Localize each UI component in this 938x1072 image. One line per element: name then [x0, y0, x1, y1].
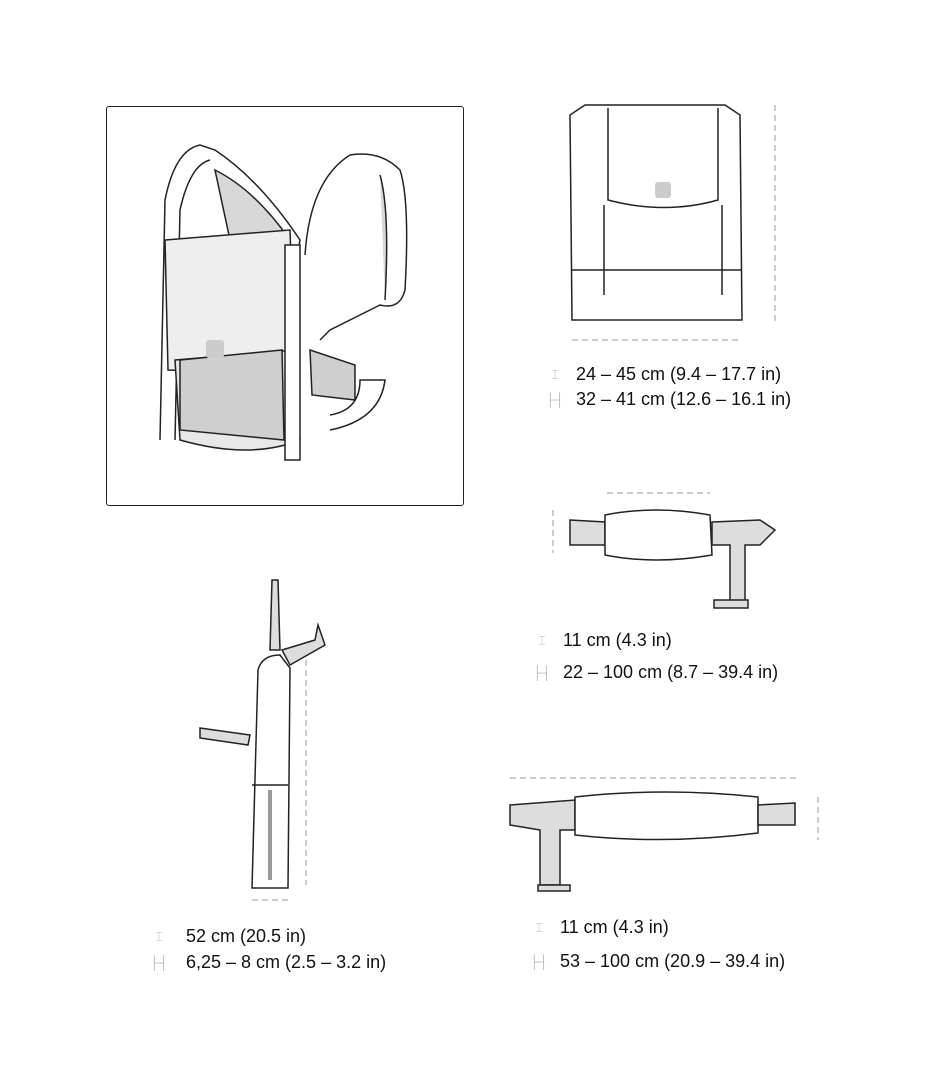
back-panel-height: ⌶24 – 45 cm (9.4 – 17.7 in) [544, 361, 781, 388]
side-profile-height: ⌶52 cm (20.5 in) [148, 923, 306, 950]
waist-pocket-illustration [552, 492, 777, 609]
side-profile-width: ├┤6,25 – 8 cm (2.5 – 3.2 in) [148, 949, 386, 976]
side-profile-illustration [199, 579, 326, 901]
back-panel-width: ├┤32 – 41 cm (12.6 – 16.1 in) [544, 386, 791, 413]
height-dimension-icon: ⌶ [551, 367, 559, 383]
width-dimension-icon: ├┤ [529, 954, 549, 970]
height-dimension-icon: ⌶ [538, 633, 546, 649]
carrier-illustration [159, 144, 408, 461]
back-panel-illustration [569, 104, 776, 341]
waist-pocket-width: ├┤22 – 100 cm (8.7 – 39.4 in) [531, 659, 778, 686]
height-dimension-icon: ⌶ [535, 920, 543, 936]
width-dimension-icon: ├┤ [532, 665, 552, 681]
waist-belt-height: ⌶11 cm (4.3 in) [528, 914, 669, 941]
width-dimension-icon: ├┤ [545, 392, 565, 408]
width-dimension-icon: ├┤ [149, 955, 169, 971]
height-dimension-icon: ⌶ [155, 929, 163, 945]
carrier-overview-frame [106, 106, 464, 506]
waist-pocket-height: ⌶11 cm (4.3 in) [531, 627, 672, 654]
waist-belt-width: ├┤53 – 100 cm (20.9 – 39.4 in) [528, 948, 785, 975]
waist-belt-illustration [509, 777, 819, 892]
